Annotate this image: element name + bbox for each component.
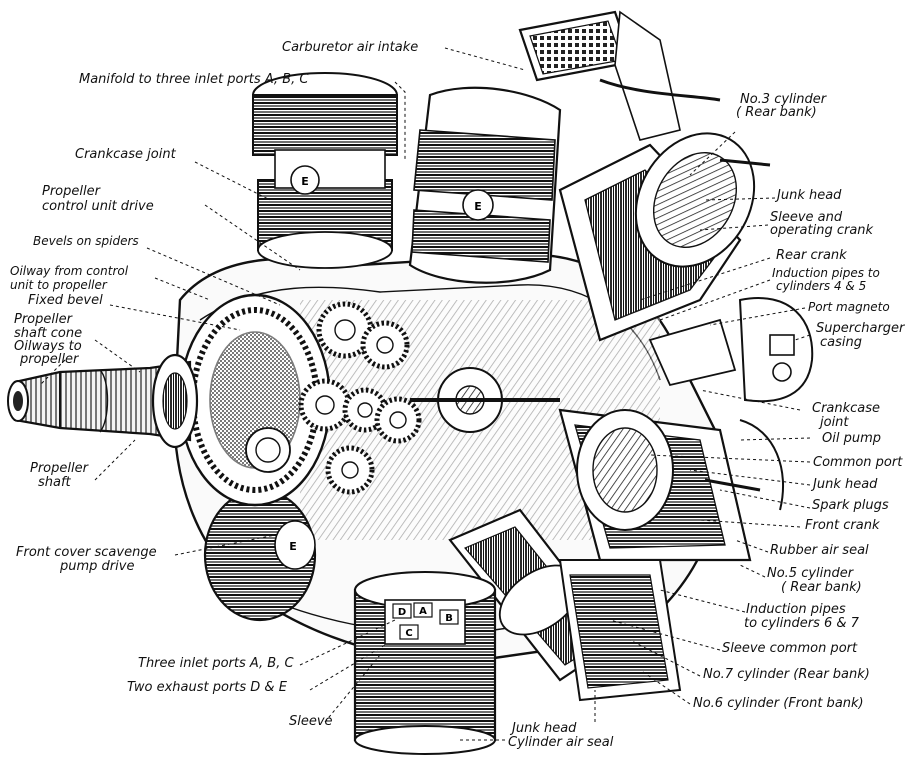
label-induction-45-1: Induction pipes to <box>772 266 880 280</box>
gear-train <box>298 301 560 495</box>
port-letter-e: E <box>289 540 297 553</box>
label-carburetor-air-intake: Carburetor air intake <box>282 40 419 55</box>
port-letter-a: A <box>419 606 427 617</box>
port-letter-c: C <box>405 628 412 639</box>
label-crankcase-joint-top: Crankcase joint <box>75 147 176 162</box>
label-no5-cylinder-2: ( Rear bank) <box>781 580 862 595</box>
label-front-crank: Front crank <box>805 518 880 533</box>
label-three-inlet-ports: Three inlet ports A, B, C <box>138 656 294 671</box>
cylinder-top-middle: E <box>408 86 562 284</box>
cylinder-top-left: E <box>252 72 398 269</box>
label-propeller-control-unit-drive-2: control unit drive <box>42 199 154 214</box>
label-no7-cylinder: No.7 cylinder (Rear bank) <box>703 667 870 682</box>
label-common-port: Common port <box>813 455 903 470</box>
cylinder-no3 <box>558 132 771 342</box>
cylinder-no6 <box>558 559 682 702</box>
cylinder-bottom: D A B C <box>353 571 497 755</box>
label-oilways-2: propeller <box>20 352 79 367</box>
propeller-shaft <box>7 353 199 449</box>
label-front-cover-1: Front cover scavenge <box>16 545 157 560</box>
label-junk-head-top: Junk head <box>777 188 842 203</box>
port-letter-d: D <box>398 607 406 618</box>
supercharger-casing <box>648 297 814 403</box>
label-rubber-air-seal: Rubber air seal <box>770 543 869 558</box>
label-induction-67-2: to cylinders 6 & 7 <box>744 616 859 631</box>
label-sleeve: Sleeve <box>289 714 333 729</box>
cylinder-no5 <box>558 408 785 562</box>
label-manifold: Manifold to three inlet ports A, B, C <box>79 72 309 87</box>
label-front-cover-2: pump drive <box>60 559 135 574</box>
reduction-gear-housing <box>178 293 332 507</box>
label-junk-head-mid: Junk head <box>813 477 878 492</box>
label-propeller-shaft-2: shaft <box>38 475 71 490</box>
label-crankcase-joint-right-2: joint <box>820 415 849 430</box>
label-propeller-shaft-cone-1: Propeller <box>14 312 72 327</box>
leader-lines <box>39 47 811 741</box>
label-port-magneto: Port magneto <box>808 300 890 314</box>
label-oilway-2: unit to propeller <box>10 278 107 292</box>
label-cylinder-air-seal: Cylinder air seal <box>508 735 614 750</box>
label-sleeve-common-port: Sleeve common port <box>722 641 858 656</box>
label-oil-pump: Oil pump <box>822 431 881 446</box>
label-supercharger-2: casing <box>820 335 862 350</box>
label-two-exhaust-ports: Two exhaust ports D & E <box>127 680 287 695</box>
label-propeller-shaft-1: Propeller <box>30 461 88 476</box>
label-crankcase-joint-right-1: Crankcase <box>812 401 881 416</box>
port-letter-e: E <box>301 175 309 188</box>
label-bevels-on-spiders: Bevels on spiders <box>33 234 139 248</box>
label-oilway-1: Oilway from control <box>10 264 129 278</box>
cylinder-lower-left: E <box>203 488 317 622</box>
label-spark-plugs: Spark plugs <box>812 498 889 513</box>
port-letter-b: B <box>445 613 453 624</box>
label-sleeve-operating-2: operating crank <box>770 223 874 238</box>
label-fixed-bevel: Fixed bevel <box>28 293 103 308</box>
label-junk-head-bottom: Junk head <box>512 721 577 736</box>
label-propeller-shaft-cone-2: shaft cone <box>14 326 83 341</box>
label-oilways-1: Oilways to <box>14 339 82 354</box>
label-no3-cylinder-2: ( Rear bank) <box>736 105 817 120</box>
label-rear-crank: Rear crank <box>776 248 847 263</box>
label-no6-cylinder: No.6 cylinder (Front bank) <box>693 696 864 711</box>
port-letter-e: E <box>474 200 482 213</box>
label-no5-cylinder-1: No.5 cylinder <box>767 566 854 581</box>
label-induction-67-1: Induction pipes <box>746 602 846 617</box>
carburetor-air-intake <box>518 10 721 141</box>
label-supercharger-1: Supercharger <box>816 321 905 336</box>
label-induction-45-2: cylinders 4 & 5 <box>776 279 867 293</box>
label-no3-cylinder-1: No.3 cylinder <box>740 92 827 107</box>
label-propeller-control-unit-drive-1: Propeller <box>42 184 100 199</box>
label-sleeve-operating-1: Sleeve and <box>770 210 843 225</box>
